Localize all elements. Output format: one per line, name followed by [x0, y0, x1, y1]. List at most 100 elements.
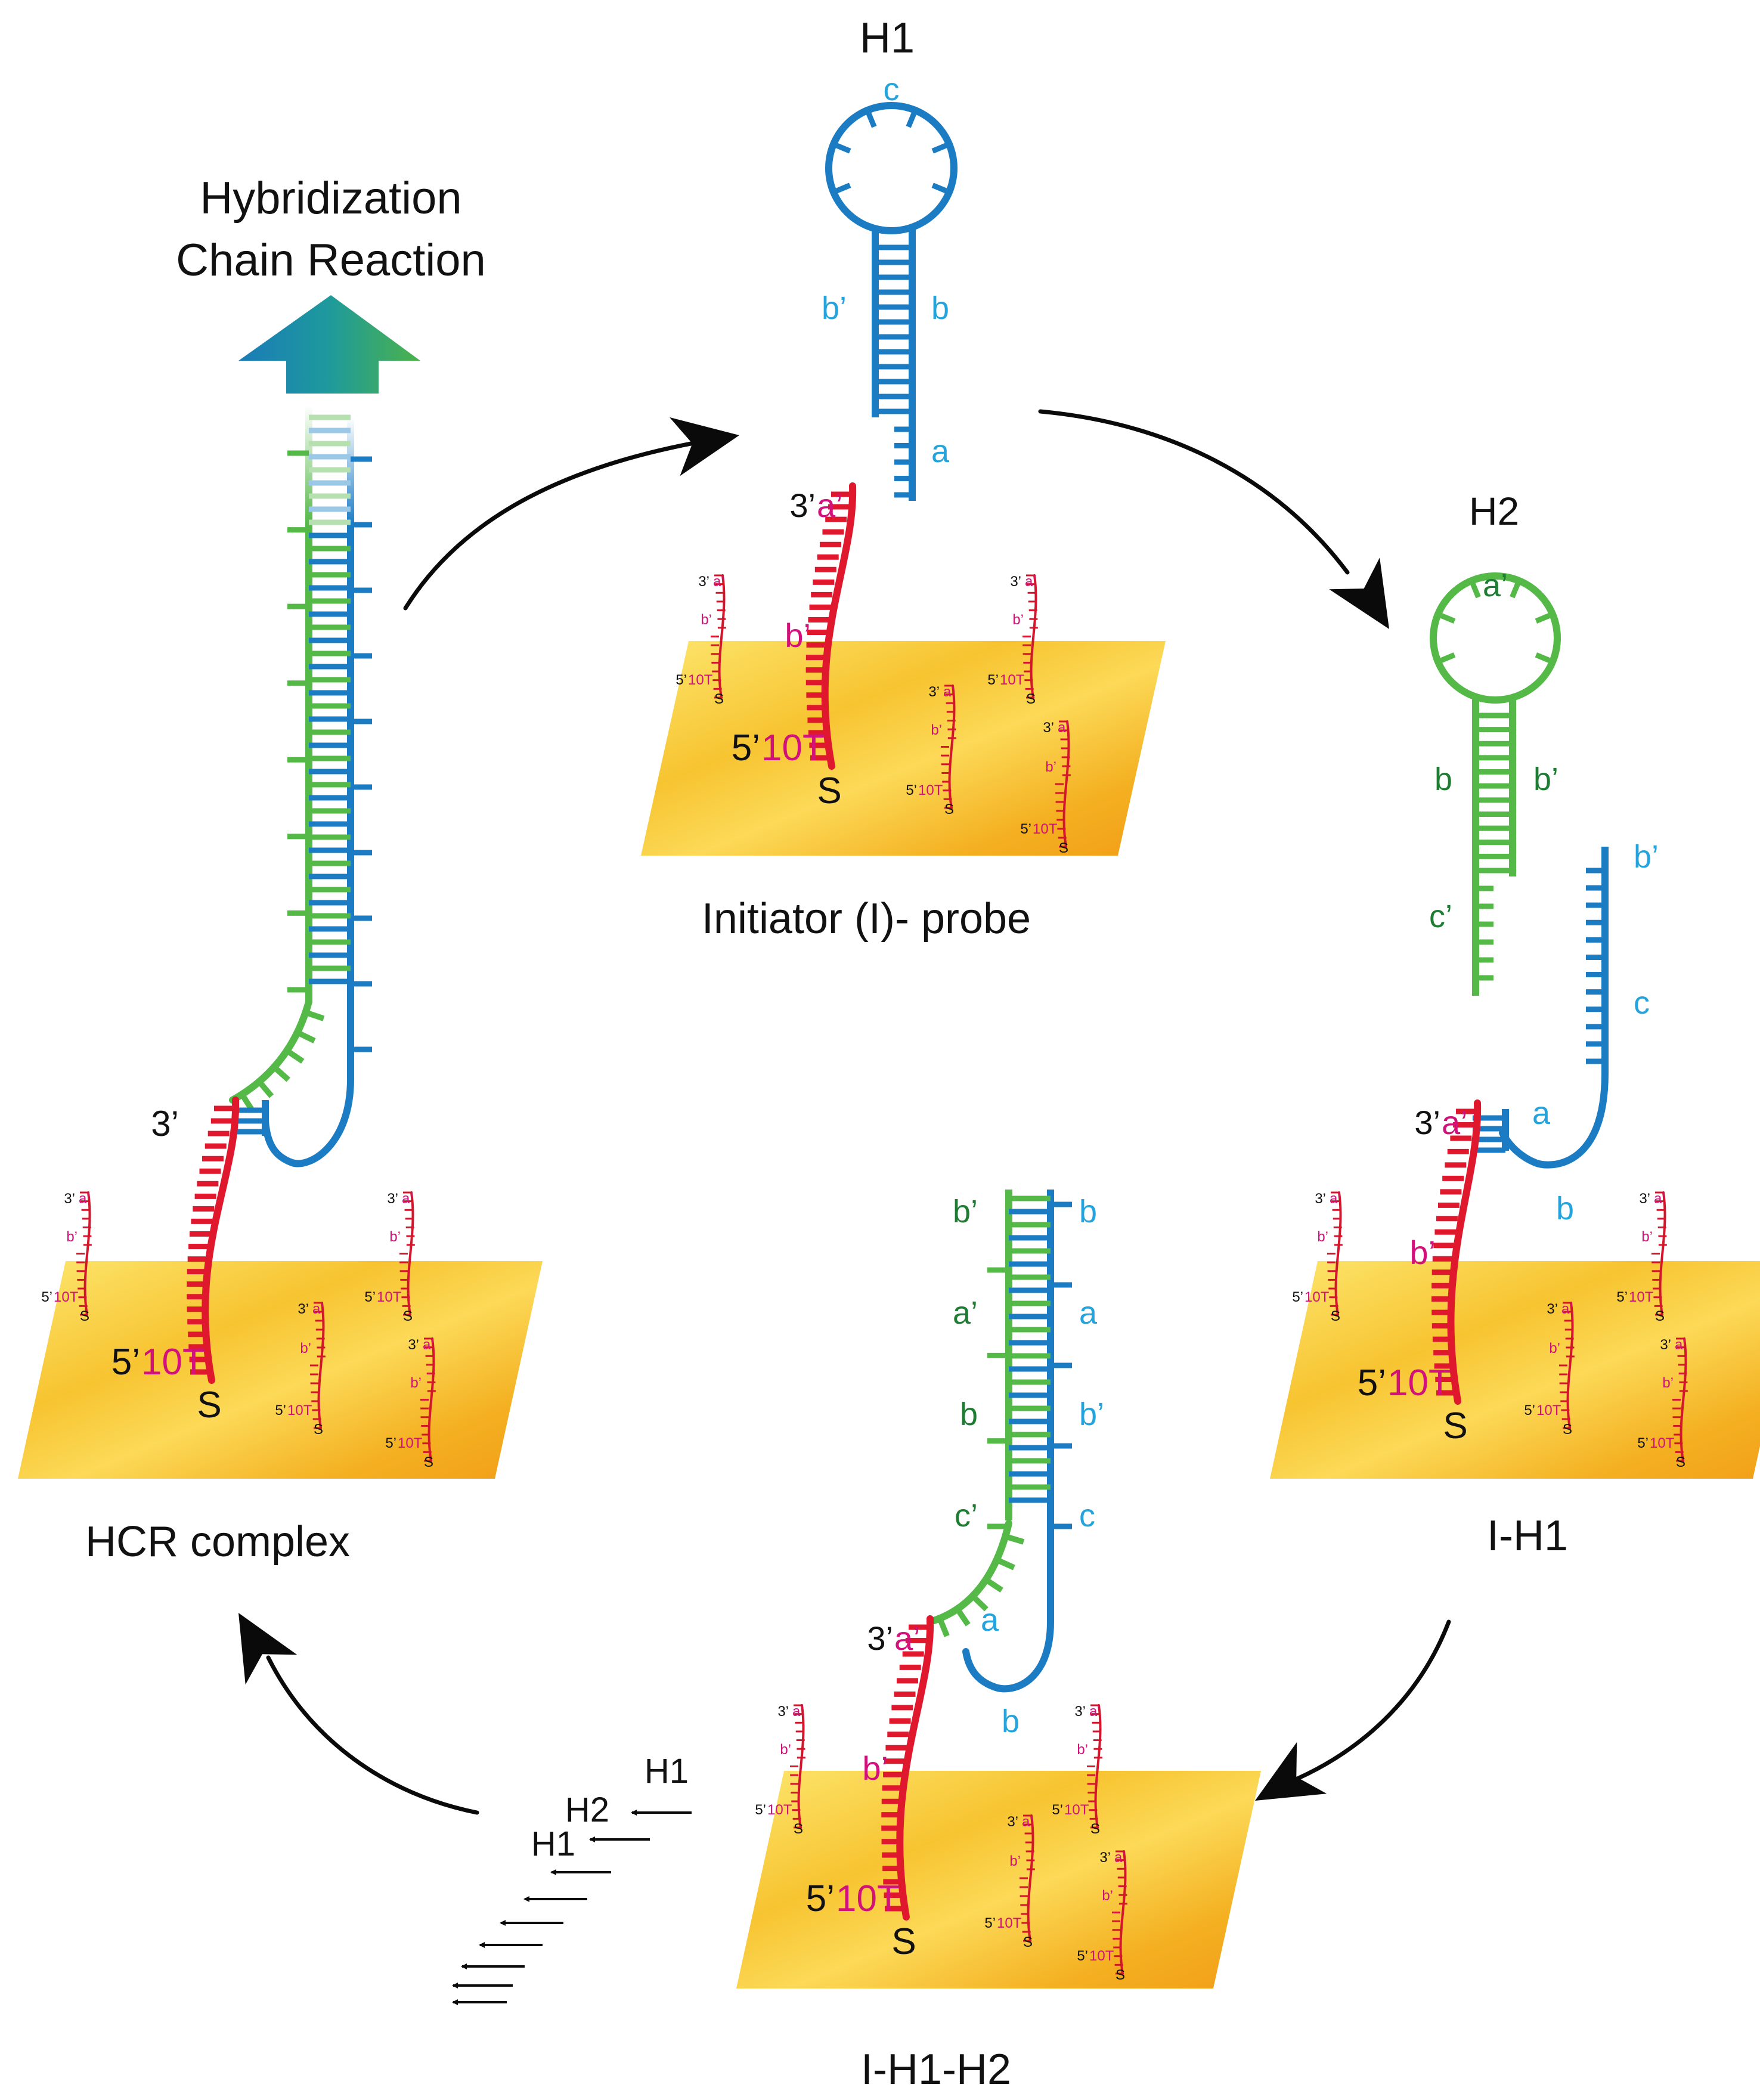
- h1-hairpin-loop-tick: [931, 141, 950, 154]
- mini-ih1h2-4-five: 5’: [1077, 1948, 1088, 1964]
- ih1h2-left-domain-1: a’: [953, 1295, 978, 1331]
- ih1-h1-loop-ticks-tick: [1584, 1094, 1604, 1098]
- mini-ih1h2-2: [1094, 1704, 1102, 1829]
- cycle-arrow-2-head: [1329, 557, 1389, 629]
- mini-ih1-1-five: 5’: [1292, 1289, 1303, 1305]
- initiator-hcr-five: 5’: [111, 1342, 140, 1383]
- ih1h2-green-curve-tick: [955, 1607, 971, 1627]
- mini-probe-4: [1062, 720, 1070, 848]
- mini-ih1h2-2-10t: 10T: [1064, 1802, 1089, 1818]
- mini-ih1h2-4-three: 3’: [1099, 1850, 1111, 1866]
- h2-domain-b-left: b: [1434, 761, 1452, 797]
- mini-probe-3-a: a’: [943, 684, 955, 700]
- mini-ih1-2-s: S: [1655, 1308, 1665, 1324]
- cycle-arrow-2: [1038, 409, 1350, 575]
- initiator-i-h1-three: 3’: [1414, 1104, 1440, 1141]
- mini-probe-1: [718, 574, 726, 699]
- mini-ih1h2-1-b: b’: [780, 1742, 791, 1758]
- mini-ih1h2-2-b: b’: [1077, 1742, 1088, 1758]
- hcr-green-curve-tick: [285, 1048, 305, 1064]
- ih1h2-left-domain-0: b’: [953, 1194, 978, 1229]
- mini-hcr-3-s: S: [314, 1421, 323, 1438]
- mini-hcr-1-s: S: [80, 1308, 89, 1324]
- mini-probe-3-s: S: [944, 801, 954, 817]
- caption-hcr: HCR complex: [85, 1518, 350, 1566]
- mini-ih1h2-1-five: 5’: [755, 1802, 766, 1818]
- mini-ih1h2-1-s: S: [794, 1821, 803, 1837]
- mini-ih1-1-b: b’: [1317, 1229, 1328, 1245]
- initiator-i-h1-h2-five: 5’: [806, 1878, 835, 1919]
- mini-hcr-3-b: b’: [300, 1340, 311, 1356]
- h1-hairpin-loop-tick: [832, 182, 851, 195]
- cycle-arrow-3: [1285, 1619, 1451, 1785]
- incoming-label-0: H1: [644, 1752, 689, 1791]
- mini-hcr-1-a: a’: [79, 1191, 90, 1207]
- ih1h2-left-domain-3: c’: [955, 1498, 978, 1534]
- mini-probe-3-three: 3’: [928, 684, 940, 700]
- initiator-i-h1-h2-a: a’: [894, 1619, 921, 1657]
- ih1h2-blue-loop-ticks-tick: [1007, 1671, 1009, 1691]
- mini-hcr-3-three: 3’: [298, 1301, 309, 1317]
- mini-ih1h2-1-a: a’: [792, 1703, 804, 1720]
- h2-domain-a: a’: [1483, 568, 1508, 603]
- mini-probe-2-five: 5’: [987, 672, 999, 688]
- mini-ih1-1-three: 3’: [1315, 1191, 1326, 1207]
- mini-hcr-4-a: a’: [423, 1337, 434, 1353]
- mini-probe-4-s: S: [1059, 840, 1068, 856]
- title-line-1: Hybridization: [200, 173, 461, 224]
- initiator-i-h1-b: b’: [1409, 1234, 1436, 1271]
- mini-hcr-1-three: 3’: [64, 1191, 75, 1207]
- ih1h2-right-domain-2: b’: [1079, 1396, 1104, 1432]
- ih1h2-blue-loop: [962, 1618, 1054, 1693]
- h2-hairpin-loop-tick: [1437, 612, 1456, 624]
- mini-probe-3: [948, 684, 956, 809]
- mini-hcr-3-five: 5’: [275, 1402, 286, 1418]
- ih1-domain-b-loop: b: [1556, 1191, 1574, 1226]
- h1-hairpin-loop-tick: [864, 109, 877, 128]
- mini-hcr-2-three: 3’: [387, 1191, 398, 1207]
- ih1-domain-c: c: [1634, 985, 1650, 1021]
- mini-hcr-3-a: a’: [312, 1301, 324, 1317]
- h2-title: H2: [1469, 489, 1519, 533]
- mini-hcr-4: [427, 1337, 435, 1462]
- ih1h2-green-curve-tick: [984, 1577, 1003, 1593]
- hcr-growth-arrow: [238, 295, 420, 394]
- initiator-probe: [821, 482, 857, 770]
- mini-hcr-2-a: a’: [402, 1191, 413, 1207]
- mini-ih1h2-3-b: b’: [1009, 1853, 1021, 1869]
- initiator-hcr-10t: 10T: [141, 1342, 205, 1383]
- mini-hcr-2-b: b’: [389, 1229, 401, 1245]
- mini-ih1h2-1-three: 3’: [777, 1703, 789, 1720]
- mini-ih1-3-b: b’: [1549, 1340, 1560, 1356]
- mini-ih1h2-3-s: S: [1023, 1934, 1033, 1950]
- mini-ih1-3-a: a’: [1561, 1301, 1573, 1317]
- hcr-green-curve-tick: [257, 1079, 274, 1098]
- surface-hcr: [18, 1261, 543, 1479]
- mini-ih1h2-2-s: S: [1090, 1821, 1100, 1837]
- mini-probe-2-a: a’: [1025, 574, 1036, 590]
- mini-probe-4-three: 3’: [1043, 720, 1054, 736]
- ih1h2-green-curve-tick: [937, 1617, 950, 1637]
- ih1h2-blue-loop-ticks-tick: [1017, 1667, 1031, 1681]
- initiator-probe-five: 5’: [732, 727, 760, 769]
- mini-probe-2-b: b’: [1012, 612, 1024, 628]
- mini-hcr-3-10t: 10T: [287, 1402, 312, 1418]
- mini-ih1-1-a: a’: [1330, 1191, 1341, 1207]
- ih1h2-blue-loop-ticks-tick: [1012, 1670, 1021, 1688]
- h1-domain-c: c: [884, 72, 900, 107]
- cycle-arrow-4: [266, 1655, 479, 1815]
- initiator-i-h1-h2-s: S: [891, 1921, 916, 1962]
- h1-domain-a: a: [931, 433, 950, 469]
- mini-ih1-4-10t: 10T: [1650, 1435, 1675, 1451]
- h1-title: H1: [860, 14, 915, 62]
- h1-domain-b-right: b: [931, 290, 949, 326]
- ih1h2-left-domain-2: b: [960, 1396, 978, 1432]
- initiator-i-h1-h2-three: 3’: [867, 1619, 893, 1657]
- mini-hcr-4-three: 3’: [408, 1337, 419, 1353]
- ih1-h1-loop-ticks-tick: [1574, 1126, 1591, 1136]
- h1-hairpin-loop-tick: [906, 109, 918, 128]
- h2-domain-b-right: b’: [1533, 761, 1558, 797]
- mini-probe-2-s: S: [1026, 691, 1036, 707]
